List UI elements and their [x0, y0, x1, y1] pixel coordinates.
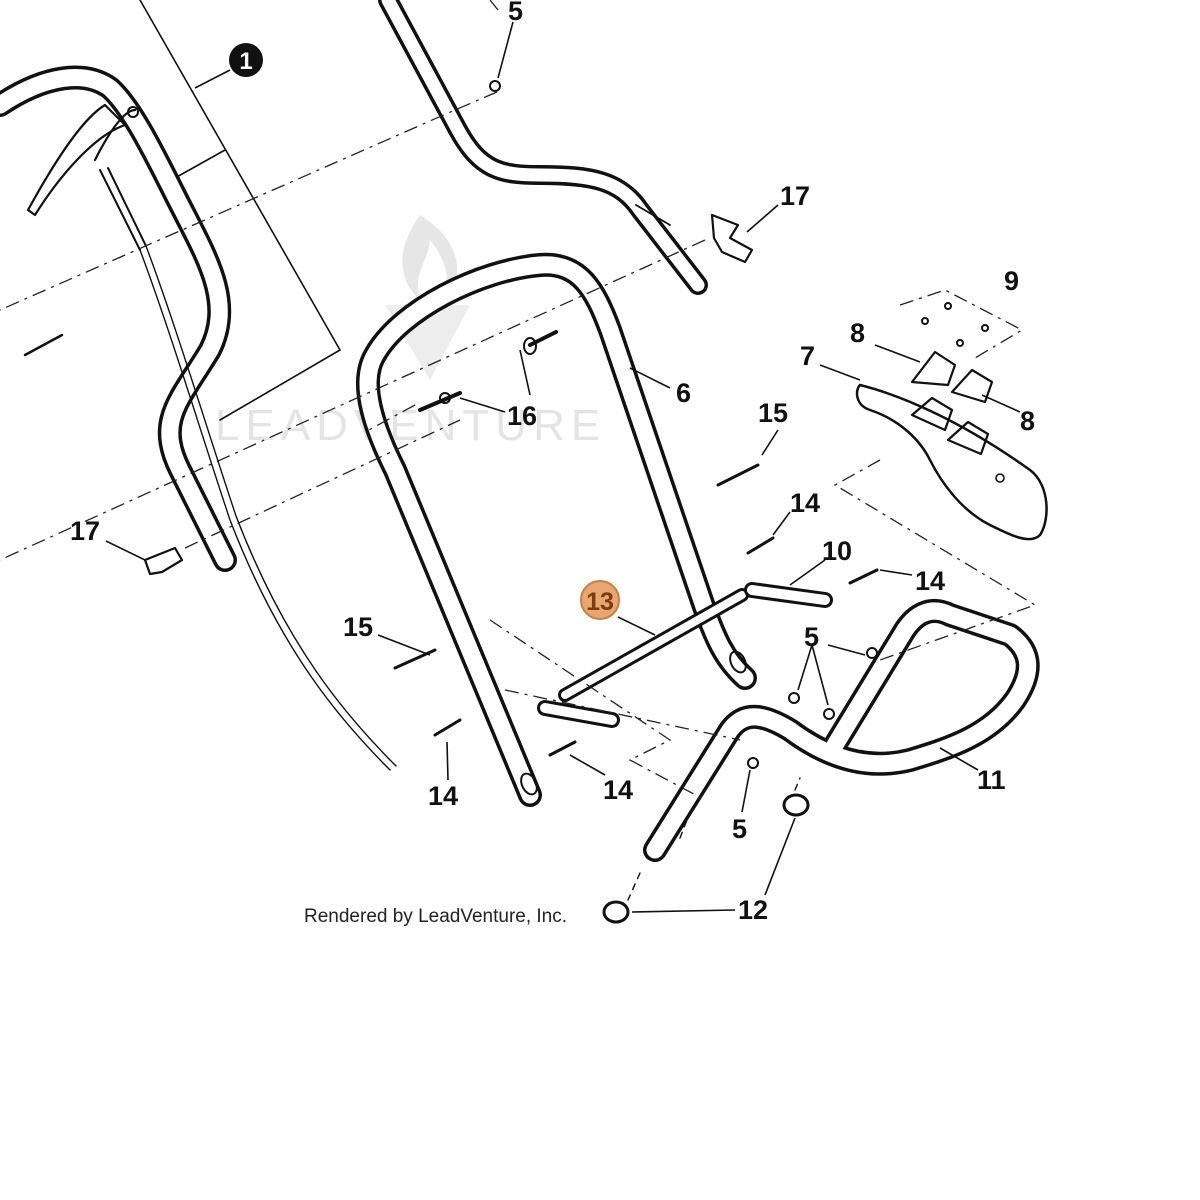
fastener-parts: [393, 80, 989, 769]
bottom-frame-part: [643, 599, 1040, 862]
callout-13-highlighted[interactable]: 13: [580, 580, 620, 620]
callout-13-label: 13: [586, 588, 614, 616]
credit-text: Rendered by LeadVenture, Inc.: [304, 906, 567, 927]
label-12[interactable]: 12: [738, 895, 768, 925]
label-14-upper-right[interactable]: 14: [790, 488, 820, 518]
label-8-lower[interactable]: 8: [1020, 406, 1035, 436]
label-15-right[interactable]: 15: [758, 398, 788, 428]
label-11[interactable]: 11: [977, 765, 1006, 795]
label-17-right[interactable]: 17: [780, 181, 810, 211]
handle-panel-outline: [139, 0, 341, 421]
label-15-left[interactable]: 15: [343, 612, 373, 642]
upper-handle-part: [0, 65, 397, 771]
watermark: LEADVENTURE: [215, 215, 606, 450]
label-17-left[interactable]: 17: [70, 516, 100, 546]
panel-part: [855, 350, 1048, 541]
leader-lines: [105, 21, 1021, 913]
assembly-lines: [0, 0, 1037, 801]
label-16[interactable]: 16: [507, 401, 537, 431]
label-6[interactable]: 6: [676, 378, 691, 408]
label-5-mid[interactable]: 5: [804, 622, 819, 652]
label-9[interactable]: 9: [1004, 266, 1019, 296]
knob-part: [143, 213, 754, 576]
label-14-bottom-mid[interactable]: 14: [603, 775, 633, 805]
label-5-top[interactable]: 5: [508, 0, 523, 26]
label-14-right[interactable]: 14: [915, 566, 945, 596]
part-labels: 5 17 9 8 7 8 6 16 15 14 10 14 17 15 5 14…: [70, 0, 1035, 925]
callout-1-label: 1: [239, 48, 252, 75]
handle-end-part: [378, 0, 708, 295]
label-14-bottom-left[interactable]: 14: [428, 781, 458, 811]
callout-1[interactable]: 1: [229, 43, 263, 77]
end-cap-part: [602, 793, 810, 924]
watermark-text: LEADVENTURE: [215, 401, 606, 450]
cross-rod-part: [558, 588, 749, 702]
label-8-upper[interactable]: 8: [850, 318, 865, 348]
label-7[interactable]: 7: [800, 341, 815, 371]
brace-plate-part: [537, 582, 833, 728]
label-5-bottom[interactable]: 5: [732, 814, 747, 844]
label-10[interactable]: 10: [822, 536, 852, 566]
